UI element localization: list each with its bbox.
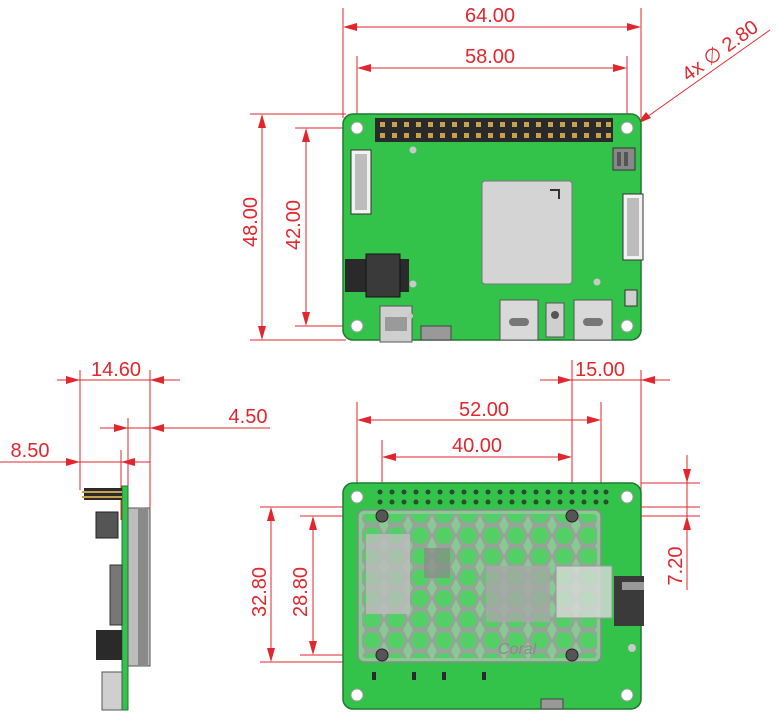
- dimension-height-outer: 48.00: [240, 114, 266, 340]
- hdmi-port: [420, 325, 452, 341]
- som-chip: [481, 180, 573, 285]
- mount-hole-icon: [620, 319, 634, 333]
- screw-icon: [375, 509, 389, 523]
- dim-text-52: 52.00: [459, 399, 509, 421]
- dim-text-42: 42.00: [283, 200, 305, 250]
- dim-text-48: 48.00: [240, 197, 262, 247]
- top-view: 64.00 58.00 4x ∅ 2.80 48.00 42.00: [240, 5, 771, 343]
- side-pcb: [121, 485, 129, 711]
- dimension-bottom-32-80: 32.80: [249, 507, 275, 662]
- hole-callout: 4x ∅ 2.80: [636, 16, 771, 125]
- dim-text-15: 15.00: [575, 359, 625, 381]
- mount-hole-icon: [350, 319, 364, 333]
- dim-text-64: 64.00: [465, 5, 515, 27]
- dim-text-8-50: 8.50: [11, 440, 50, 462]
- dim-text-28-80: 28.80: [290, 567, 312, 617]
- dim-text-32-80: 32.80: [249, 567, 271, 617]
- dimension-bottom-40: 40.00: [382, 435, 572, 461]
- screw-icon: [565, 509, 579, 523]
- status-led: [624, 289, 638, 307]
- dimension-width-holes: 58.00: [357, 46, 627, 72]
- dimension-width-outer: 64.00: [343, 5, 641, 31]
- dim-text-hole: 4x ∅ 2.80: [678, 16, 763, 86]
- side-view: 14.60 4.50 8.50: [0, 359, 270, 711]
- dim-text-4-50: 4.50: [229, 406, 268, 428]
- dimension-height-holes: 42.00: [283, 128, 310, 326]
- dimension-side-overall: 14.60: [57, 359, 180, 384]
- side-gpio: [84, 488, 122, 500]
- mount-hole-icon: [350, 490, 364, 504]
- gpio-header: [375, 118, 613, 142]
- dim-text-14-60: 14.60: [91, 359, 141, 381]
- dimension-bottom-15: 15.00: [540, 359, 670, 384]
- dim-text-40: 40.00: [452, 435, 502, 457]
- dim-text-7-20: 7.20: [665, 547, 687, 586]
- mount-hole-icon: [350, 688, 364, 702]
- dimension-bottom-52: 52.00: [357, 399, 601, 424]
- screw-icon: [375, 648, 389, 662]
- mount-hole-icon: [350, 121, 364, 135]
- mount-hole-icon: [620, 688, 634, 702]
- coral-logo-text: Coral: [498, 641, 537, 658]
- screw-icon: [565, 648, 579, 662]
- dimension-side-board: 8.50: [0, 440, 150, 466]
- mount-hole-icon: [620, 121, 634, 135]
- power-button: [545, 302, 565, 338]
- dim-text-58: 58.00: [465, 46, 515, 68]
- bottom-view: 52.00 40.00 15.00 7.20 32.80: [249, 359, 700, 710]
- dimension-bottom-7-20: 7.20: [665, 455, 691, 590]
- dimension-side-gap: 4.50: [100, 406, 270, 432]
- dimension-bottom-28-80: 28.80: [290, 516, 317, 655]
- mount-hole-icon: [620, 490, 634, 504]
